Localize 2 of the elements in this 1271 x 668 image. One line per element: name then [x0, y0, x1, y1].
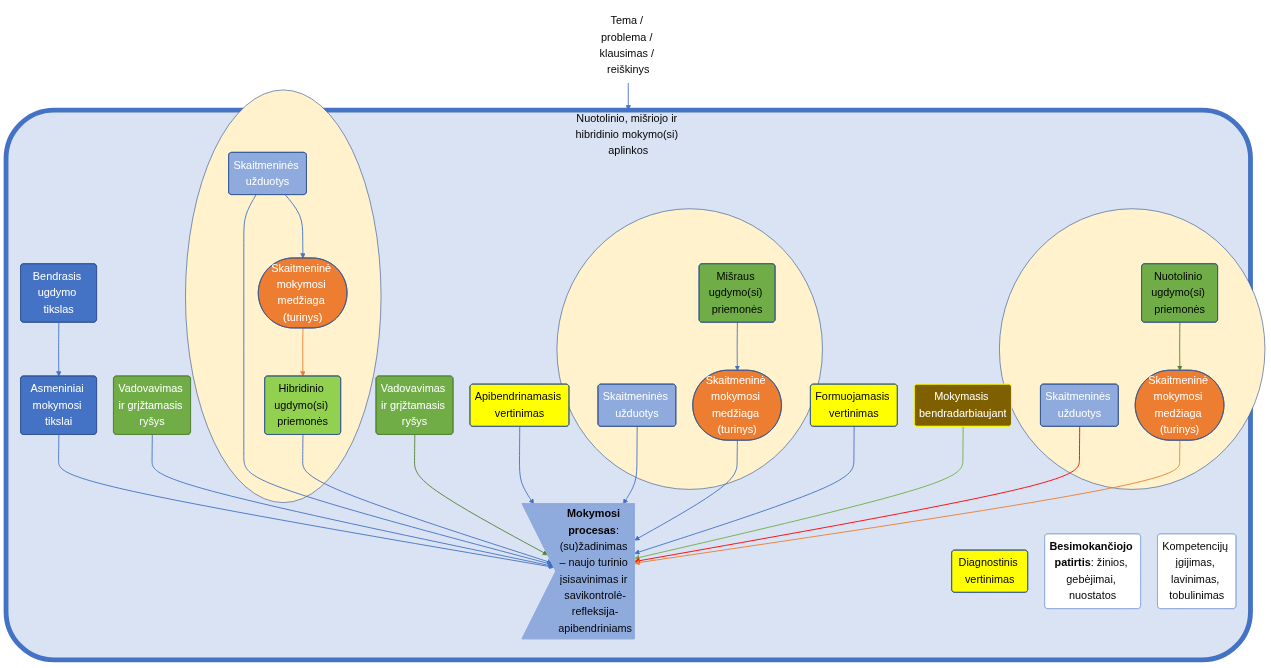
node-text: Tema / problema / klausimas / reiškinys	[599, 14, 654, 76]
cluster	[185, 89, 382, 503]
